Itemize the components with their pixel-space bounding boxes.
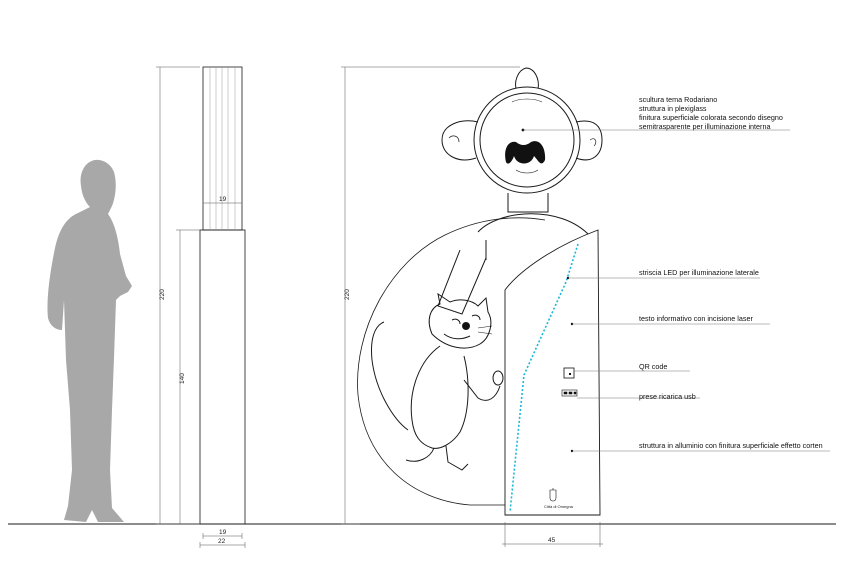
column-top-dim [202,200,243,206]
led-note: striscia LED per illuminazione laterale [639,268,759,277]
column-top-width-label: 19 [219,196,227,203]
qr-dot [569,373,571,375]
column-bottom-dims [199,533,246,548]
sculpture-note-line: scultura tema Rodariano [639,95,718,104]
laser-text-note: testo informativo con incisione laser [639,314,753,323]
column-bottom-width-label: 19 [219,529,227,536]
column-elevation [199,66,246,525]
usb-ports-icon [561,389,578,397]
sculpture-notes: scultura tema Rodariano struttura in ple… [639,95,783,131]
cat-figure [371,292,504,471]
logo-caption: Città di Omegna [544,504,574,509]
boy-teeth [511,98,543,103]
usb-note: prese ricarica usb [639,392,696,401]
corten-structure [504,229,601,516]
base-width-label: 45 [548,537,556,544]
leader-lines [521,128,830,452]
column-base-height-label: 140 [179,373,186,384]
column-total-width-label: 22 [218,538,226,545]
boy-tongue [515,169,539,174]
sculpture-height-dim [341,66,520,525]
boy-mouth-icon [505,141,546,164]
qr-note: QR code [639,362,668,371]
column-height-label: 220 [159,289,166,300]
sculpture-height-label: 220 [344,289,351,300]
human-silhouette [47,159,132,522]
column-height-dim [156,66,200,525]
structure-note: struttura in alluminio con finitura supe… [639,441,823,450]
omegna-logo-icon [549,488,557,502]
boy-figure [437,67,603,315]
sculpture-note-line: finitura superficiale colorata secondo d… [639,113,783,122]
column-fluting [209,67,236,230]
sculpture-note-line: struttura in plexiglass [639,104,707,113]
base-width-dim [502,522,603,547]
sculpture-circle [357,217,546,506]
sculpture-note-line: semitrasparente per illuminazione intern… [639,122,771,131]
